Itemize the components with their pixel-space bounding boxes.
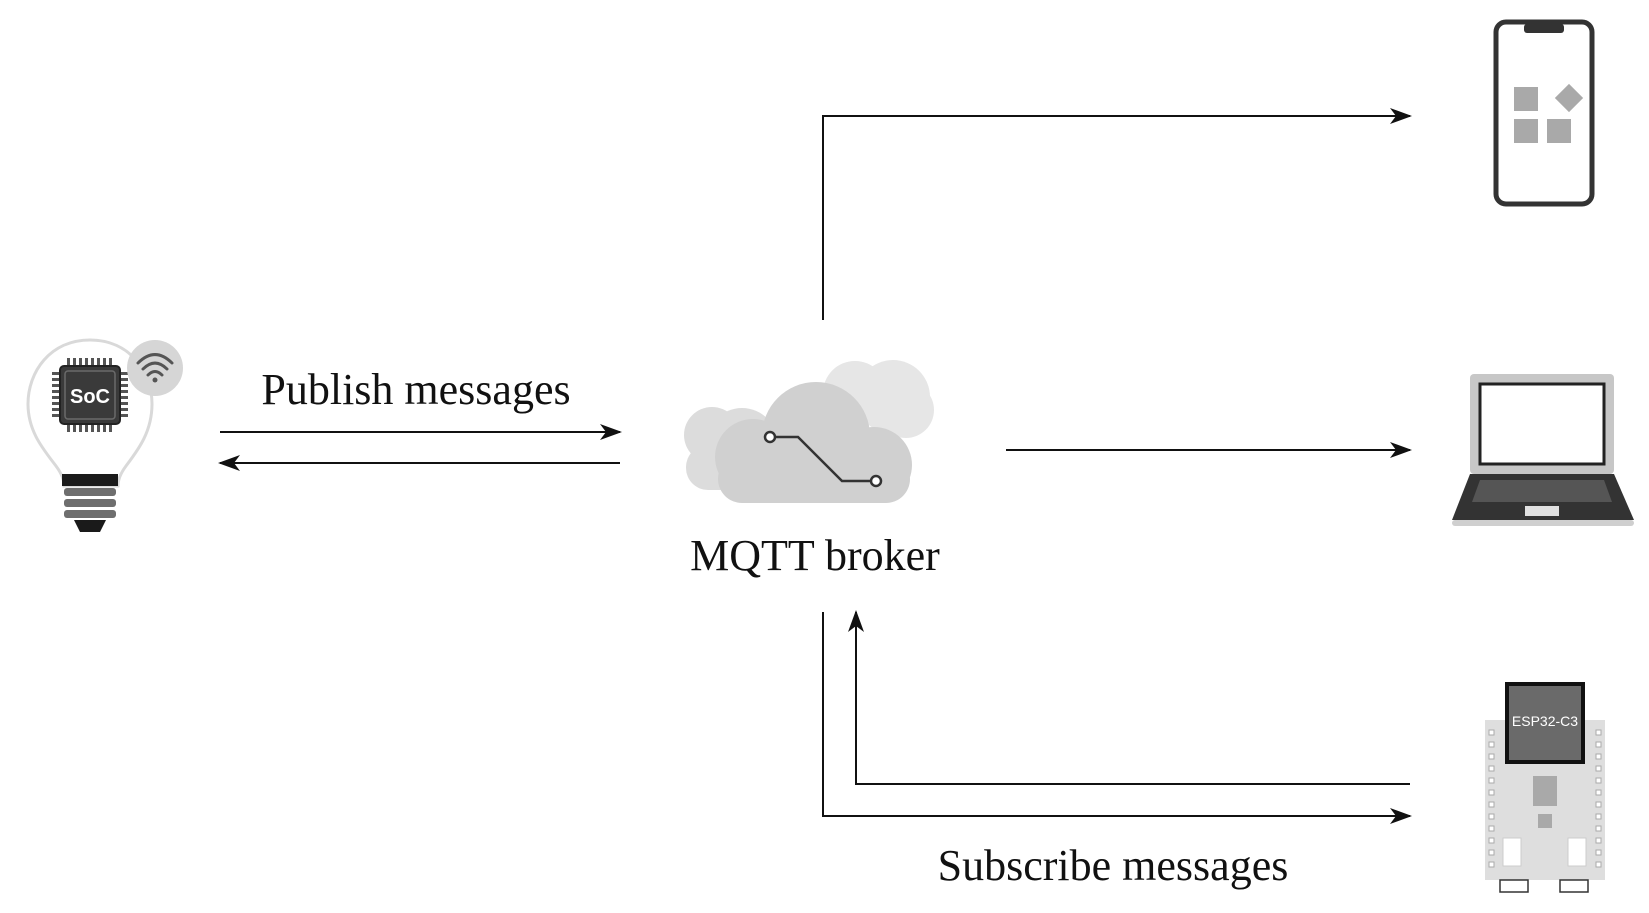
cloud-icon	[684, 360, 934, 503]
broker-to-board-arrow	[822, 612, 1412, 824]
smart-bulb-icon: SoC	[26, 338, 154, 532]
board-to-broker-arrow	[848, 610, 1410, 785]
broker-to-phone-arrow	[822, 108, 1412, 320]
board-module-label: ESP32-C3	[1512, 713, 1578, 729]
smartphone-icon	[1493, 19, 1595, 207]
bulb-chip-label: SoC	[70, 386, 110, 408]
subscribe-label: Subscribe messages	[938, 841, 1289, 890]
laptop-icon	[1452, 374, 1634, 526]
publish-label: Publish messages	[261, 365, 570, 414]
wifi-icon	[127, 340, 183, 396]
esp32-board-icon: ESP32-C3	[1485, 682, 1605, 893]
broker-label: MQTT broker	[690, 531, 940, 580]
